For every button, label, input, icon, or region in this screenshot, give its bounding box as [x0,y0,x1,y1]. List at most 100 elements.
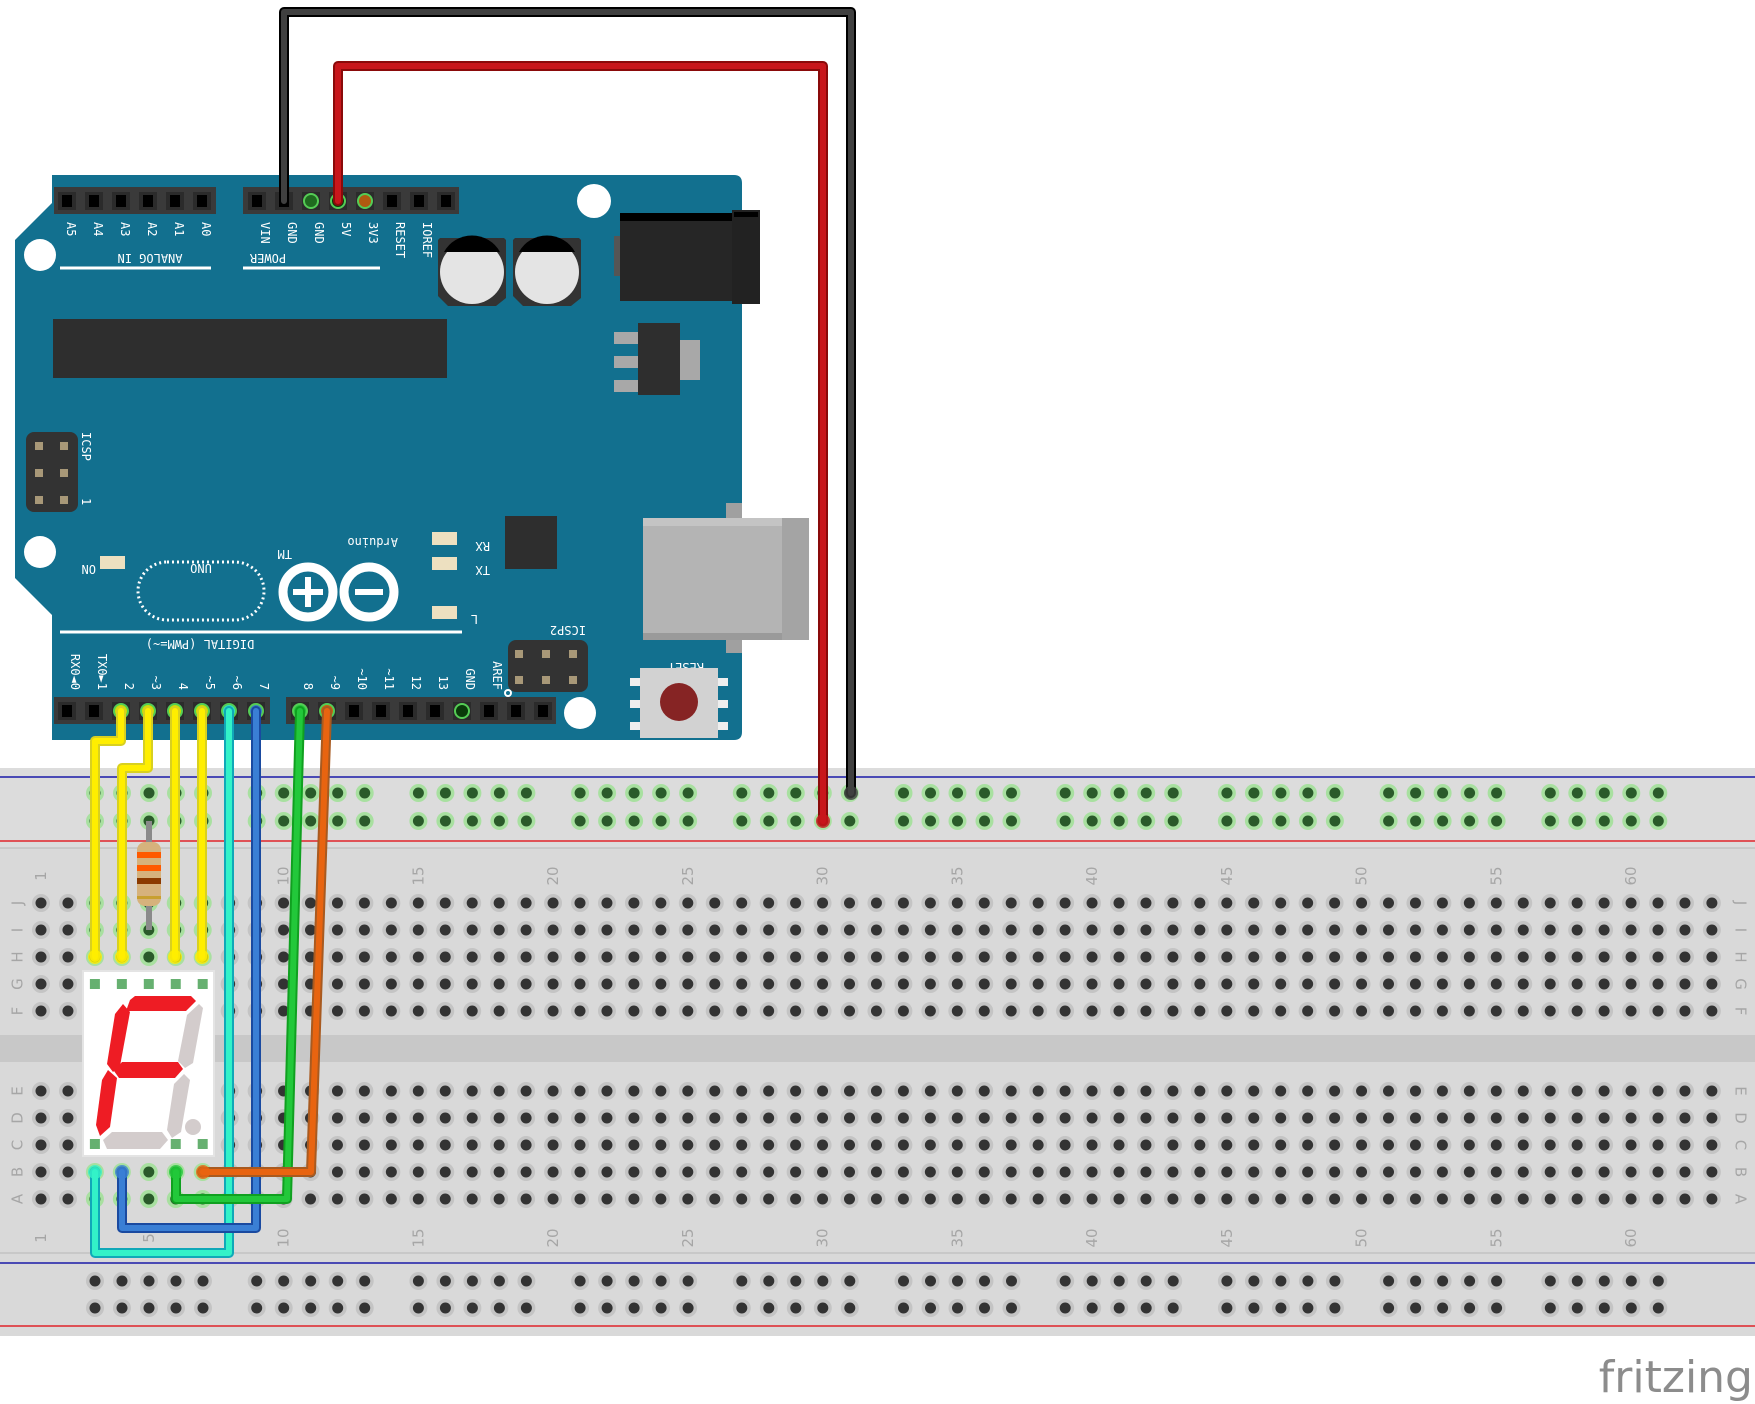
breadboard-hole [574,1139,586,1151]
gnd-wire[interactable] [281,9,854,796]
rail-hole [1410,815,1422,827]
header-pin-connected [454,703,470,719]
breadboard-hole [1221,924,1233,936]
rail-hole [817,1275,829,1287]
breadboard-hole [601,1005,613,1017]
rail-hole [1086,1302,1098,1314]
breadboard-hole [1221,1193,1233,1205]
breadboard-hole [951,1005,963,1017]
header-pin [403,705,413,717]
breadboard-hole [1140,1139,1152,1151]
breadboard-hole [1329,978,1341,990]
row-label: E [9,1086,27,1095]
breadboard-hole [574,1005,586,1017]
pin3-wire[interactable] [119,708,151,960]
breadboard-hole [331,1112,343,1124]
breadboard-hole [412,1193,424,1205]
rail-hole [1571,1302,1583,1314]
header-pin [170,195,180,207]
rail-hole [305,815,317,827]
breadboard-hole [520,1112,532,1124]
5v-wire[interactable] [335,63,826,824]
rail-hole [1167,1275,1179,1287]
breadboard-hole [1463,897,1475,909]
breadboard-hole [709,1005,721,1017]
rail-hole [1544,787,1556,799]
digital-pin-label: GND [463,668,477,690]
breadboard-hole [1652,897,1664,909]
breadboard-hole [1706,951,1718,963]
rail-hole [359,815,371,827]
breadboard-hole [709,951,721,963]
arduino-logo-text: Arduino [347,535,398,549]
breadboard-hole [1005,951,1017,963]
breadboard-hole [1086,951,1098,963]
breadboard-hole [1113,951,1125,963]
breadboard-hole [951,924,963,936]
resistor-band [137,878,161,884]
breadboard-hole [1544,978,1556,990]
breadboard-hole [412,897,424,909]
seven-segment-display[interactable] [82,970,215,1157]
column-label: 10 [275,866,293,885]
led-l-label: L [471,612,478,626]
analog-pins [58,192,211,210]
rail-hole [1410,1275,1422,1287]
breadboard-hole [520,924,532,936]
pin9-wire[interactable] [200,708,330,1175]
aref-dot [504,689,512,697]
reset-button[interactable]: RESET [630,660,728,738]
breadboard-hole [466,897,478,909]
breadboard-hole [1490,1193,1502,1205]
breadboard-hole [493,1139,505,1151]
breadboard-hole [385,951,397,963]
breadboard-hole [1652,924,1664,936]
breadboard-hole [358,924,370,936]
breadboard-hole [385,1085,397,1097]
header-pin [511,705,521,717]
led-l: L [432,606,478,626]
breadboard-hole [1409,1112,1421,1124]
wire-endpoint [115,950,129,964]
breadboard-hole [1383,924,1394,936]
pin7-wire[interactable] [119,708,259,1231]
rail-hole [1140,787,1152,799]
pin-label: A4 [91,222,105,236]
breadboard-hole [951,1166,963,1178]
resistor[interactable] [137,821,161,930]
column-label: 5 [140,1233,158,1243]
pin2-wire[interactable] [92,708,124,960]
rail-hole [1383,1302,1395,1314]
rail-hole [305,1275,317,1287]
breadboard-hole [1032,1085,1044,1097]
breadboard-hole [520,1005,532,1017]
breadboard-hole [1383,1085,1394,1097]
breadboard-hole [1248,924,1260,936]
breadboard-hole [763,951,775,963]
breadboard-hole [1248,1005,1260,1017]
pin-label: GND [285,222,299,244]
rail-hole [601,815,613,827]
pin8-wire[interactable] [173,708,303,1202]
rail-hole [1221,815,1233,827]
breadboard-hole [35,1139,47,1151]
rail-hole [332,1302,344,1314]
breadboard-hole [305,1193,316,1205]
pin6-wire[interactable] [92,708,232,1256]
breadboard-hole [35,1085,47,1097]
arduino-pcb [15,175,742,740]
rail-hole [628,1275,640,1287]
breadboard-hole [978,1085,990,1097]
rail-hole [763,787,775,799]
breadboard: 1155101015152020252530303535404045455050… [0,768,1755,1336]
rail-hole [1652,1302,1664,1314]
rail-hole [1006,1302,1017,1314]
rail-hole [601,1275,613,1287]
digital-pin-label: 12 [409,676,423,690]
breadboard-hole [1248,1193,1260,1205]
breadboard-hole [817,897,829,909]
breadboard-hole [1248,1139,1260,1151]
breadboard-hole [1544,1112,1556,1124]
